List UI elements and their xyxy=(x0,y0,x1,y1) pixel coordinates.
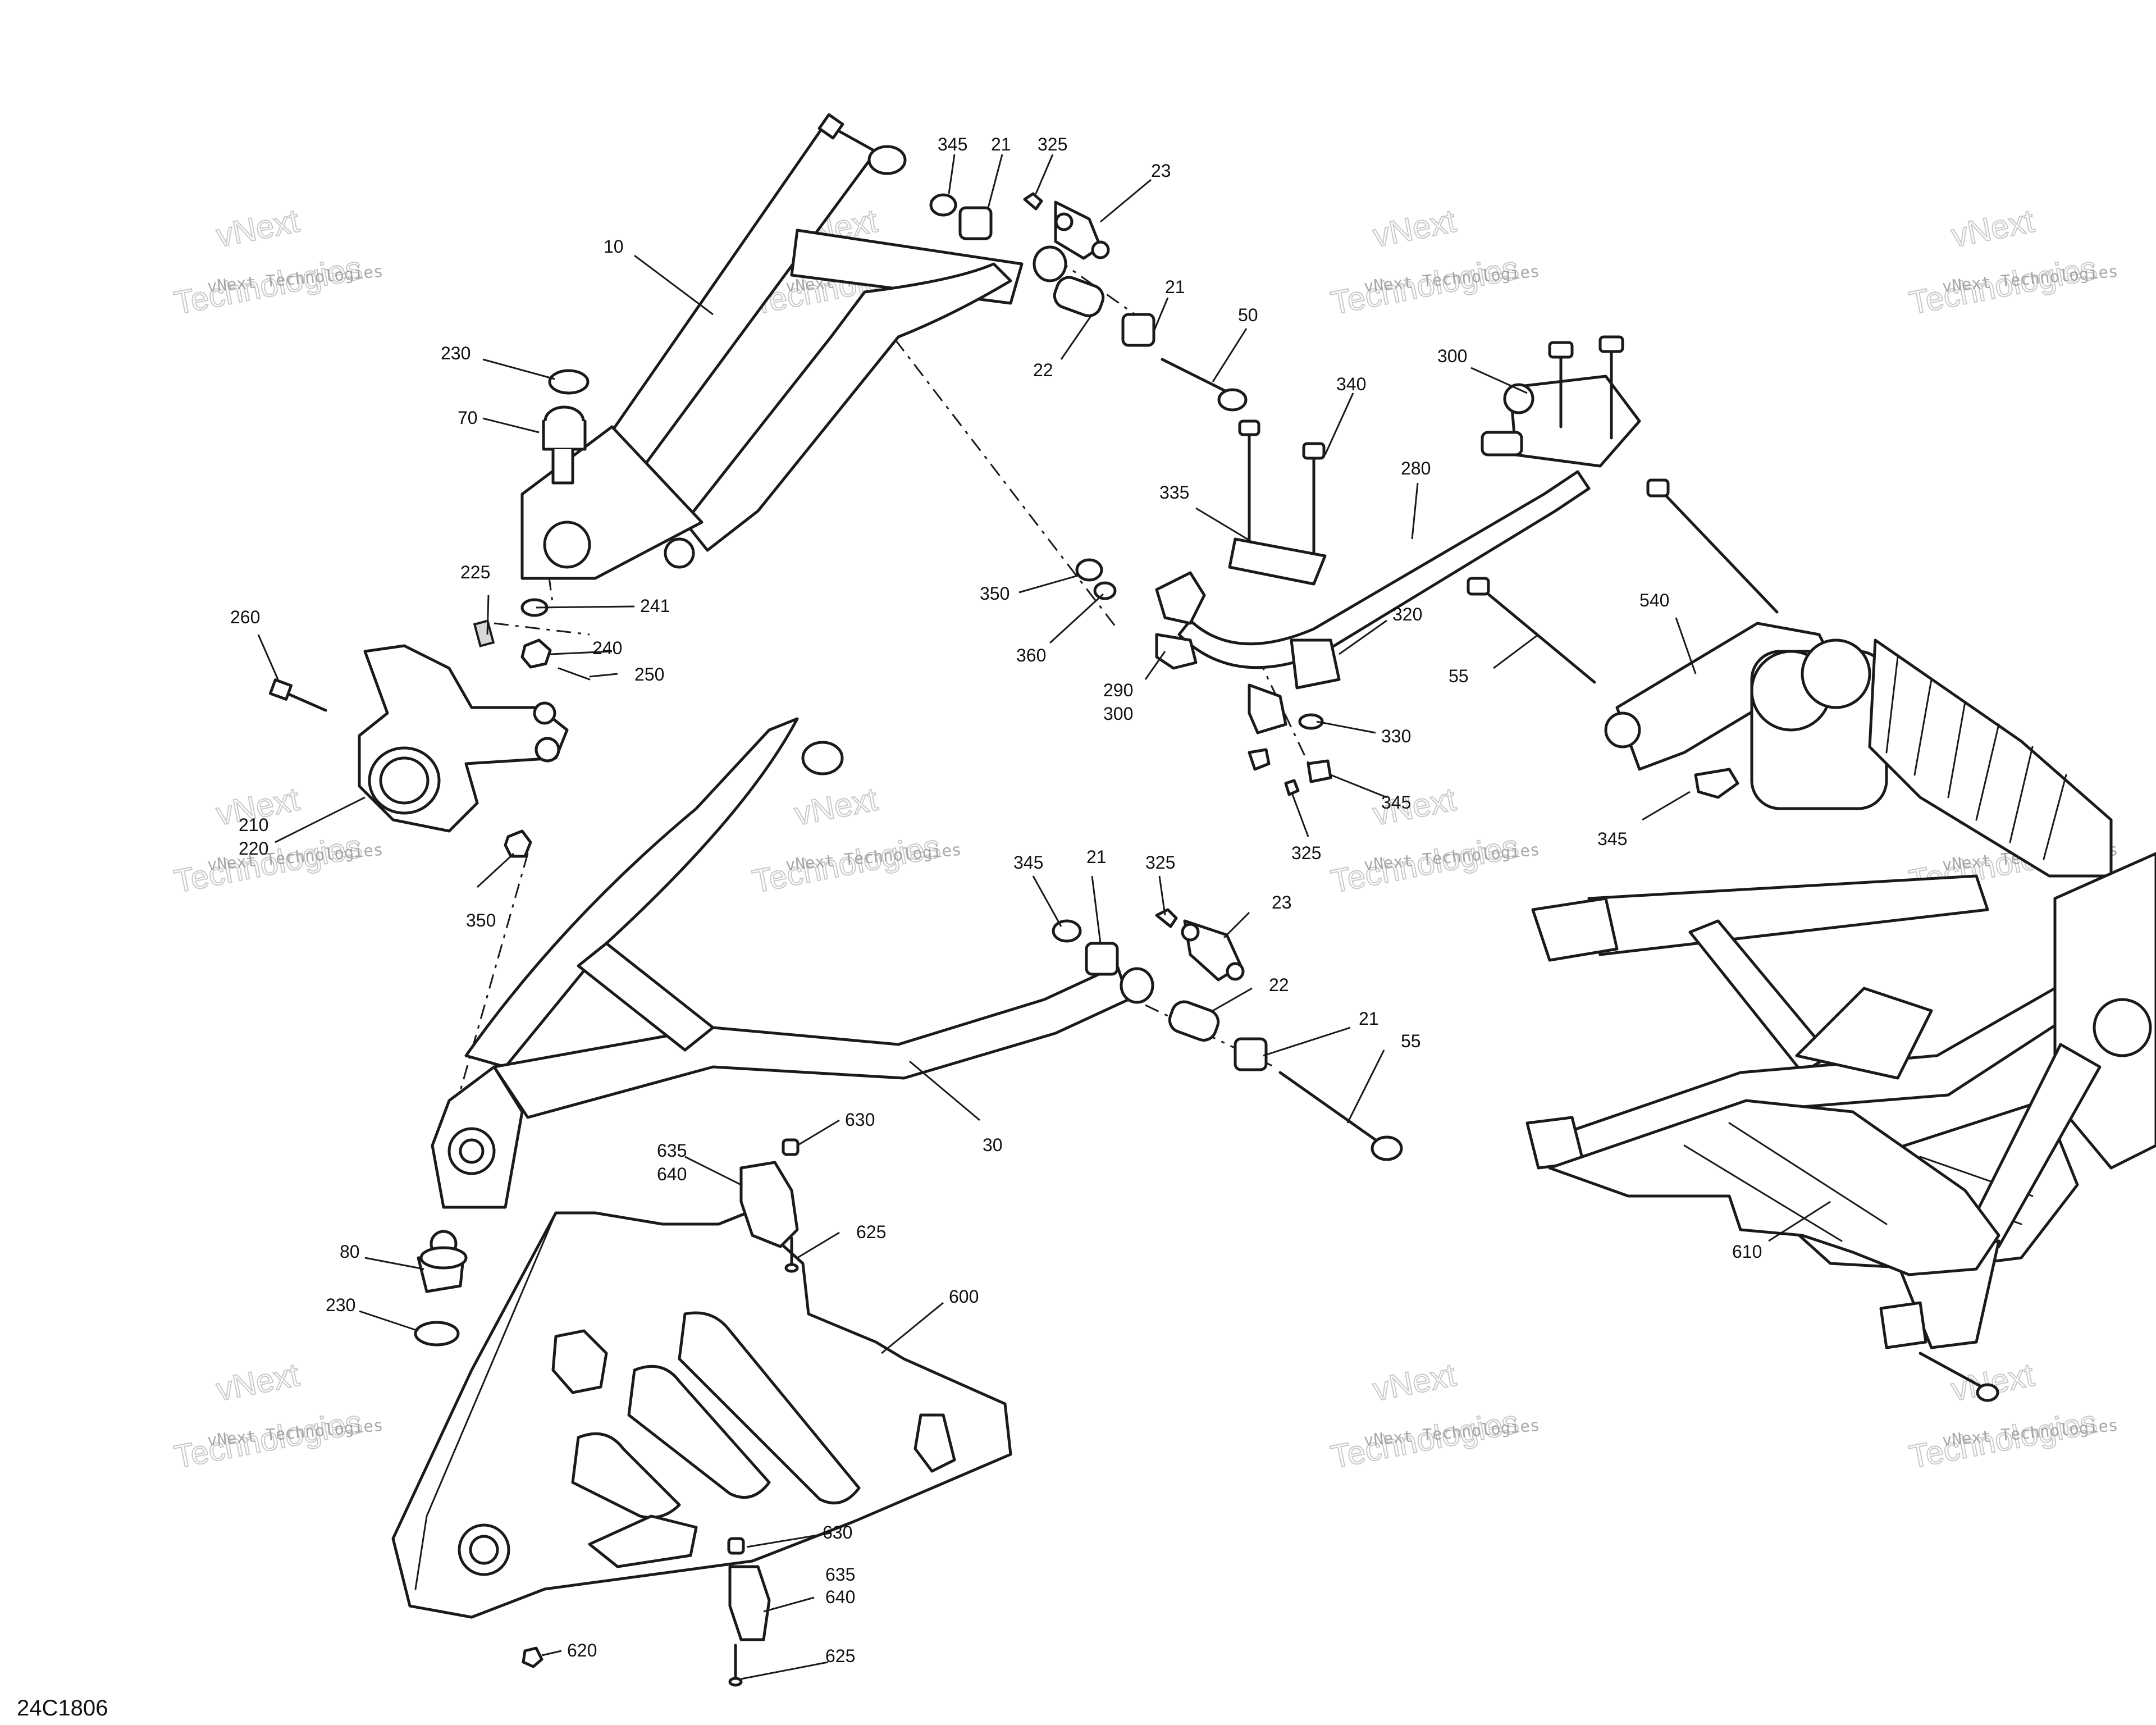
lower-arm-hardware xyxy=(1052,908,1403,1161)
callout-label: 210 xyxy=(239,815,268,835)
callout-label: 240 xyxy=(592,638,622,658)
callout-label: 250 xyxy=(634,664,664,684)
hardware-knuckle xyxy=(268,598,591,858)
callout-label: 345 xyxy=(1013,852,1043,873)
fastener-620 xyxy=(522,1646,543,1668)
lower-ball-joint xyxy=(417,1230,468,1293)
clamp-upper xyxy=(739,1138,800,1273)
callout-label: 23 xyxy=(1151,161,1171,181)
callout-label: 230 xyxy=(441,343,471,363)
callout-label: 220 xyxy=(239,838,268,859)
callout-label: 630 xyxy=(845,1110,875,1130)
sway-bar-assembly xyxy=(1075,419,1591,796)
callout-label: 50 xyxy=(1238,305,1258,325)
callout-label: 55 xyxy=(1401,1031,1421,1051)
upper-ball-joint xyxy=(542,405,587,485)
callout-label: 300 xyxy=(1437,346,1467,366)
callout-label: 80 xyxy=(340,1242,360,1262)
callout-label: 22 xyxy=(1033,360,1053,380)
callout-label: 320 xyxy=(1392,604,1422,624)
watermark: vNext Technologies vNext Technologies xyxy=(171,1356,384,1476)
figure-id: 24C1806 xyxy=(17,1696,108,1721)
callout-label: 55 xyxy=(1449,666,1469,686)
lower-a-arm xyxy=(431,717,1154,1209)
callout-label: 21 xyxy=(1086,847,1107,867)
callout-label: 335 xyxy=(1159,482,1189,503)
callout-label: 345 xyxy=(1381,792,1411,813)
callout-label: 630 xyxy=(823,1522,852,1543)
callout-label: 635 xyxy=(825,1564,855,1585)
callout-label: 280 xyxy=(1401,458,1431,478)
callout-label: 350 xyxy=(980,583,1010,604)
long-bolt-55 xyxy=(1467,577,1596,684)
retaining-ring-lower xyxy=(414,1321,460,1347)
callout-label: 345 xyxy=(1597,829,1627,849)
callout-label: 241 xyxy=(640,596,670,616)
steering-knuckle xyxy=(358,644,569,833)
callout-label: 610 xyxy=(1732,1242,1762,1262)
callout-label: 10 xyxy=(604,236,624,257)
callout-label: 345 xyxy=(938,134,967,154)
callout-label: 640 xyxy=(657,1164,687,1184)
watermark: vNext Technologies vNext Technologies xyxy=(1906,1356,2119,1476)
svg-text:vNext: vNext xyxy=(792,781,880,833)
callout-label: 350 xyxy=(466,910,496,930)
callout-label: 21 xyxy=(1359,1008,1379,1029)
svg-text:vNext: vNext xyxy=(1370,203,1459,254)
callout-label: 620 xyxy=(567,1640,597,1660)
svg-text:vNext: vNext xyxy=(213,1357,302,1408)
callout-label: 22 xyxy=(1269,975,1289,995)
callout-label: 330 xyxy=(1381,726,1411,746)
callout-label: 325 xyxy=(1038,134,1067,154)
watermark: vNext Technologies vNext Technologies xyxy=(1906,202,2119,322)
callout-label: 540 xyxy=(1639,590,1669,610)
watermark: vNext Technologies vNext Technologies xyxy=(1327,781,1541,901)
callout-label: 70 xyxy=(458,408,478,428)
clamp-lower xyxy=(727,1537,771,1687)
callout-label: 625 xyxy=(856,1222,886,1242)
upper-arm-hardware xyxy=(929,192,1248,412)
svg-text:vNext: vNext xyxy=(213,203,302,254)
shock-absorber xyxy=(1604,622,2113,878)
callout-label: 23 xyxy=(1272,892,1292,912)
upper-a-arm xyxy=(520,113,1067,580)
callout-label: 225 xyxy=(460,562,490,582)
callout-label: 230 xyxy=(326,1295,355,1315)
watermark: vNext Technologies vNext Technologies xyxy=(171,202,384,322)
callout-label: 300 xyxy=(1103,704,1133,724)
callout-label: 325 xyxy=(1145,852,1175,873)
callout-label: 21 xyxy=(1165,277,1185,297)
watermark: vNext Technologies vNext Technologies xyxy=(749,781,962,901)
svg-text:vNext: vNext xyxy=(1370,1357,1459,1408)
callout-label: 635 xyxy=(657,1140,687,1161)
callout-label: 640 xyxy=(825,1587,855,1607)
callout-label: 600 xyxy=(949,1286,979,1307)
watermark-layer: vNext Technologies vNext Technologies vN… xyxy=(171,202,2119,1476)
callout-label: 625 xyxy=(825,1646,855,1666)
long-bolt-540 xyxy=(1646,478,1779,614)
watermark: vNext Technologies vNext Technologies xyxy=(1327,202,1541,322)
leader-lines xyxy=(257,154,1831,1680)
callout-labels: 10 230 70 345 21 325 23 22 21 50 300 340… xyxy=(230,134,1762,1666)
retaining-ring-upper xyxy=(548,369,590,395)
skid-plate-610 xyxy=(1548,1099,2000,1276)
callout-label: 340 xyxy=(1336,374,1366,394)
callout-label: 30 xyxy=(983,1135,1003,1155)
callout-label: 360 xyxy=(1016,645,1046,665)
skid-plate-600 xyxy=(391,1211,1012,1619)
callout-label: 21 xyxy=(991,134,1011,154)
callout-label: 325 xyxy=(1291,843,1321,863)
sway-link-upper xyxy=(1481,335,1641,468)
callout-label: 260 xyxy=(230,607,260,627)
watermark: vNext Technologies vNext Technologies xyxy=(1327,1356,1541,1476)
svg-text:vNext: vNext xyxy=(1948,203,2037,254)
callout-label: 290 xyxy=(1103,680,1133,700)
